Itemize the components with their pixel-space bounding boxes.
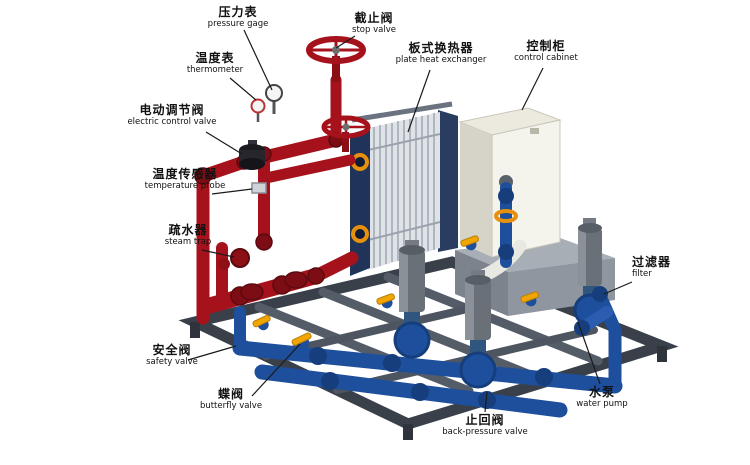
stop-valve-handwheel	[306, 36, 366, 82]
butterfly-handle-2	[252, 314, 271, 331]
steam-trap-graphic	[218, 248, 250, 270]
pressure-gage-graphic	[265, 84, 283, 114]
electric-control-valve-graphic	[239, 140, 265, 170]
second-handwheel	[321, 115, 371, 152]
temperature-probe-graphic	[251, 182, 267, 194]
leader-lines	[187, 29, 633, 413]
butterfly-handle-1	[291, 332, 312, 349]
cold-water-piping-front	[254, 364, 568, 418]
butterfly-handle-3	[376, 293, 395, 309]
butterfly-handle-4	[520, 291, 539, 307]
pump-1	[393, 240, 431, 359]
filter-graphic	[574, 286, 622, 393]
pump-2	[459, 270, 497, 389]
bypass-valve-graphic	[494, 175, 518, 268]
plate-heat-exchanger-graphic	[350, 101, 458, 276]
thermometer-graphic	[250, 98, 266, 122]
butterfly-handle-5	[460, 235, 479, 251]
butterfly-valve-handles	[252, 235, 539, 349]
hx-port-bottom	[351, 225, 369, 243]
